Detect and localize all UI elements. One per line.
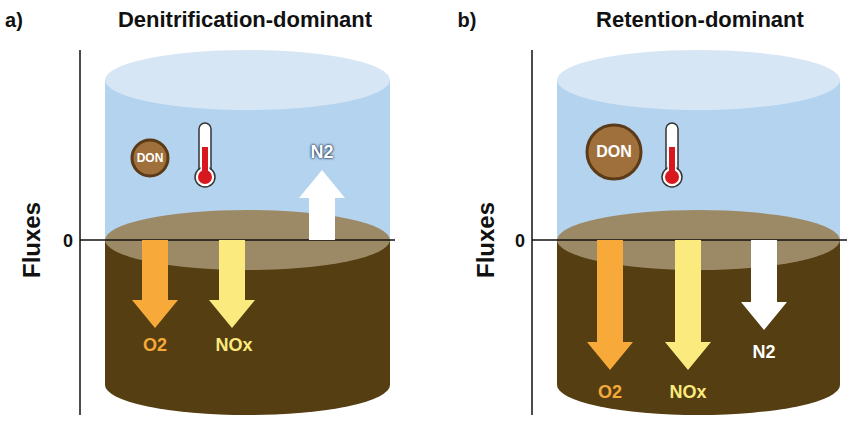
flux-label: O2 [143,336,167,354]
panel-letter: b) [458,10,477,30]
thermometer-icon [662,123,682,187]
flux-label: NOx [215,336,252,354]
panel-title: Denitrification-dominant [118,9,372,31]
flux-label: NOx [669,383,706,401]
axis [80,50,395,415]
y-axis [531,50,533,415]
don-circle: DON [130,138,170,178]
flux-label: O2 [598,383,622,401]
node-label: DON [596,143,632,161]
don-circle: DON [585,123,643,181]
flux-arrow [299,170,345,240]
panel-title: Retention-dominant [596,9,804,31]
cylinder [105,50,390,415]
axis [532,50,847,415]
panel-letter: a) [5,10,23,30]
flux-label: N2 [752,343,775,361]
axis-tick: 0 [515,232,525,250]
water-surface [557,50,840,110]
axis-tick: 0 [63,232,73,250]
cylinder [557,50,840,415]
flux-arrow [665,240,711,370]
flux-arrow [132,240,178,328]
flux-arrow [209,240,255,328]
y-axis [79,50,81,415]
flux-label: N2 [310,143,333,161]
node-label: DON [137,151,164,165]
flux-arrow [741,240,787,330]
thermometer-icon [195,123,215,187]
water-surface [105,50,390,110]
axis-label: Fluxes [20,202,44,278]
sediment [557,240,840,415]
axis-label: Fluxes [474,202,498,278]
flux-arrow [587,240,633,370]
